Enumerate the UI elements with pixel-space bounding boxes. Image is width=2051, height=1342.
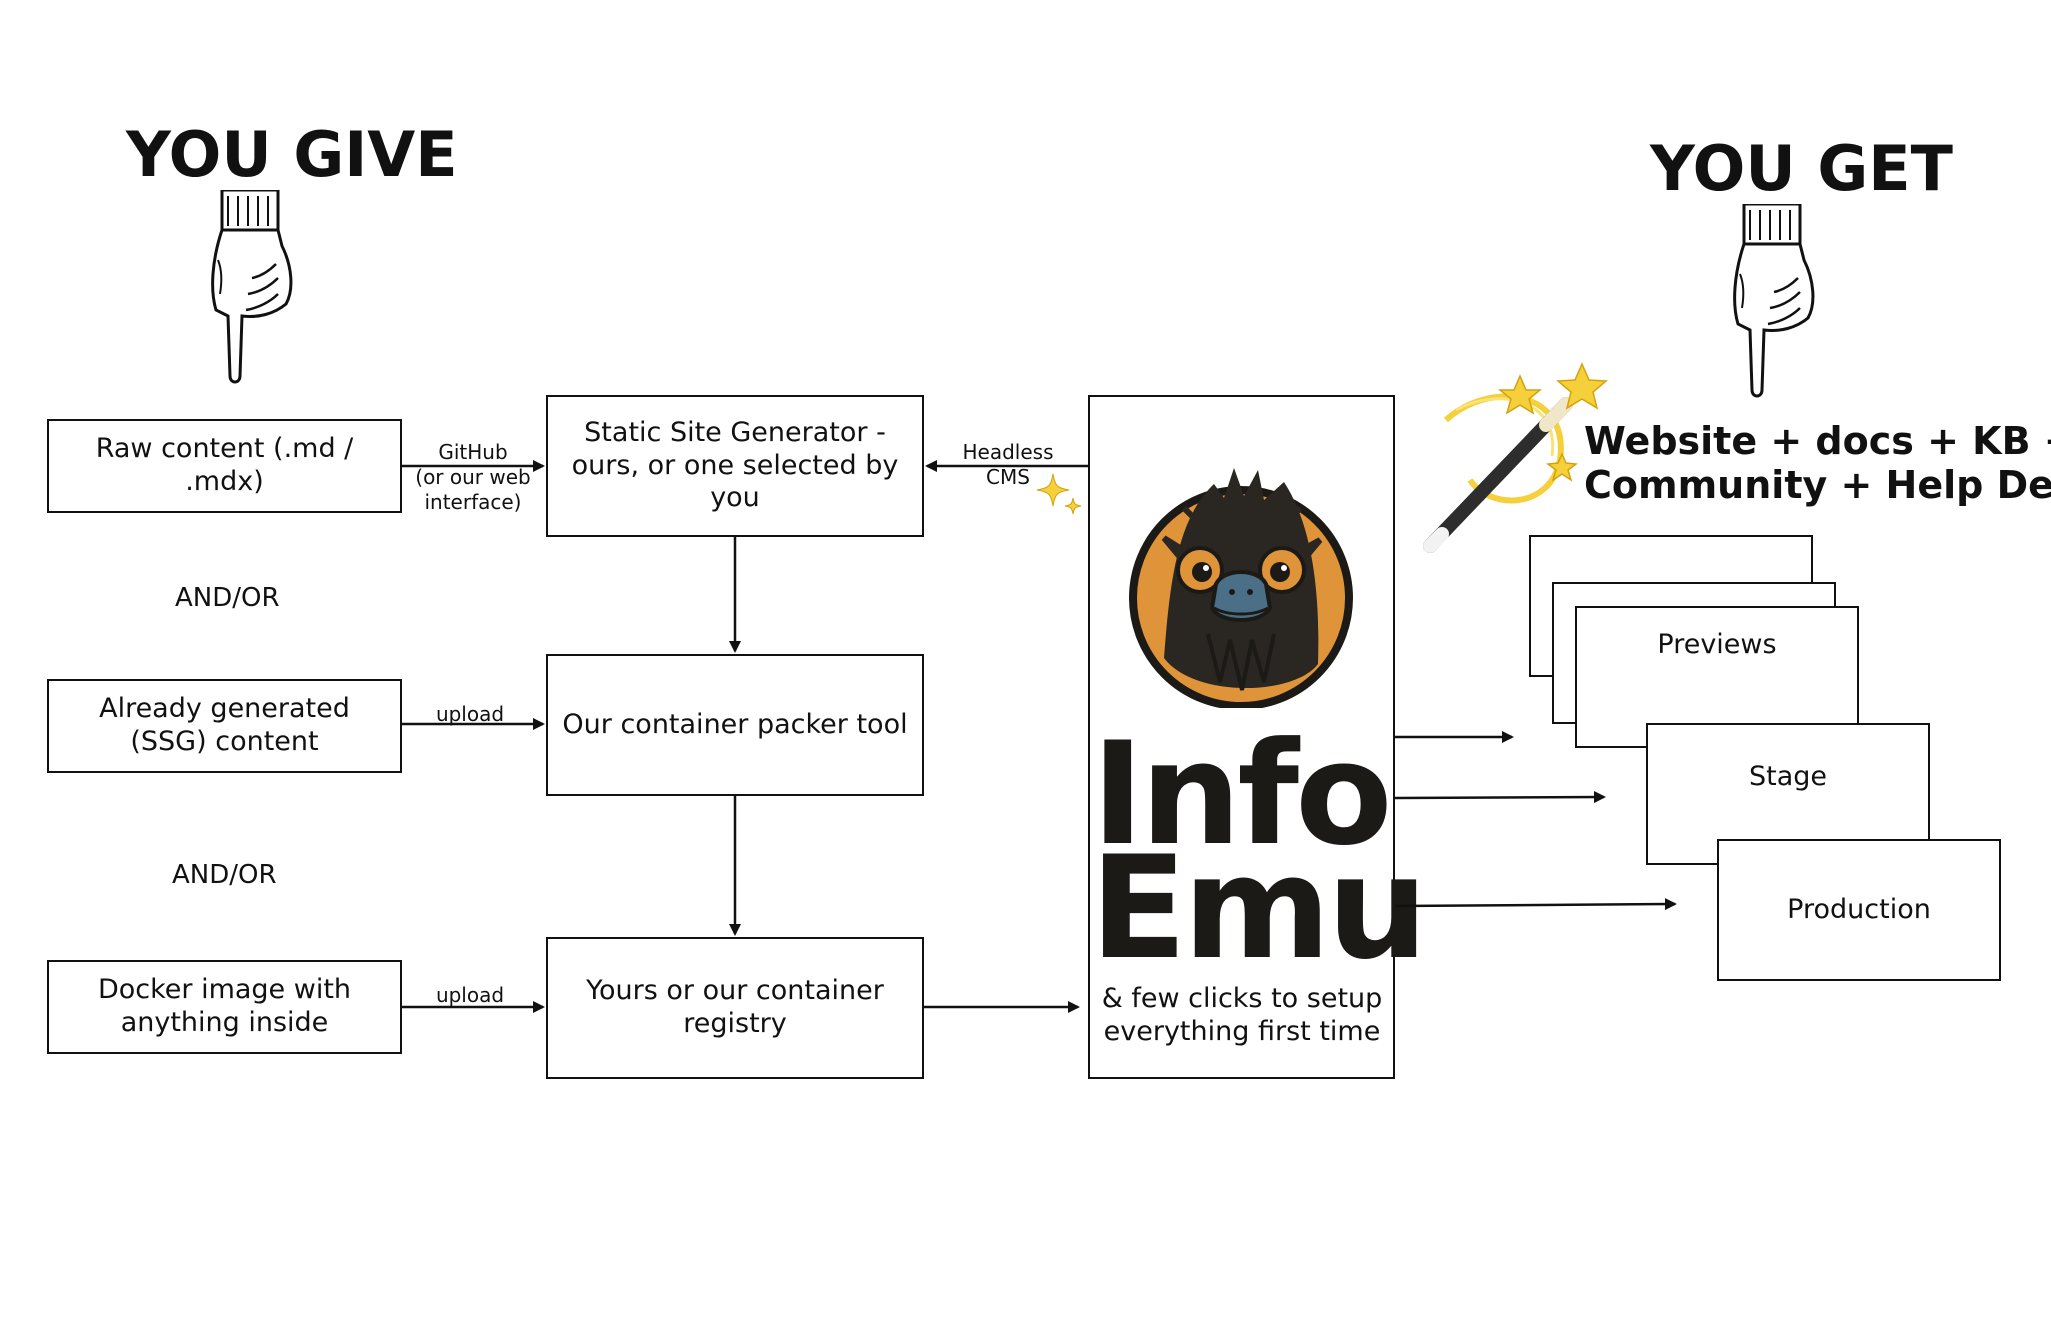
you-give-heading: YOU GIVE	[126, 118, 458, 191]
arrow-to-production	[1394, 898, 1677, 911]
result-text: Website + docs + KB + Community + Help D…	[1584, 419, 2051, 507]
emu-logo-icon	[1129, 468, 1353, 708]
headless-cms-line: CMS	[986, 465, 1030, 489]
ssg-box: Static Site Generator - ours, or one sel…	[546, 395, 924, 537]
result-text-line: Website + docs + KB +	[1584, 419, 2051, 463]
github-label-line: (or our web	[415, 465, 531, 489]
brand-tagline: & few clicks to setup everything first t…	[1101, 983, 1383, 1047]
and-or-label: AND/OR	[172, 860, 277, 890]
input-box-docker-image: Docker image with anything inside	[47, 960, 402, 1054]
headless-cms-line: Headless	[962, 440, 1054, 464]
brand-name-line1: Info	[1091, 712, 1392, 877]
upload-label: upload	[435, 983, 505, 1007]
upload-label: upload	[435, 702, 505, 726]
pointing-hand-icon	[1733, 204, 1815, 398]
environment-label: Previews	[1657, 628, 1777, 660]
result-text-line: Community + Help Desk	[1584, 462, 2051, 507]
ssg-box-label: Static Site Generator - ours, or one sel…	[571, 416, 899, 514]
and-or-label: AND/OR	[175, 583, 280, 613]
environment-card-production: Production	[1717, 839, 2001, 981]
arrow-to-stage	[1394, 791, 1606, 804]
packer-box-label: Our container packer tool	[562, 708, 908, 740]
registry-box-label: Yours or our container registry	[586, 975, 884, 1039]
input-box-generated-content: Already generated (SSG) content	[47, 679, 402, 773]
pointing-hand-icon	[211, 190, 293, 384]
github-label: GitHub (or our web interface)	[402, 440, 544, 515]
github-label-line: GitHub	[438, 440, 508, 464]
github-label-line: interface)	[424, 490, 522, 514]
packer-box: Our container packer tool	[546, 654, 924, 796]
you-get-heading: YOU GET	[1650, 132, 1953, 205]
environment-label: Production	[1787, 893, 1931, 925]
environment-label: Stage	[1748, 760, 1828, 792]
brand-name-line2: Emu	[1090, 826, 1428, 991]
sparkles-icon	[1036, 473, 1082, 515]
headless-cms-label: Headless CMS	[948, 440, 1068, 490]
input-box-raw-content: Raw content (.md / .mdx)	[47, 419, 402, 513]
registry-box: Yours or our container registry	[546, 937, 924, 1079]
magic-wand-icon	[1423, 362, 1608, 553]
input-box-label: Raw content (.md / .mdx)	[95, 433, 354, 497]
input-box-label: Already generated (SSG) content	[99, 693, 350, 757]
input-box-label: Docker image with anything inside	[97, 974, 352, 1038]
